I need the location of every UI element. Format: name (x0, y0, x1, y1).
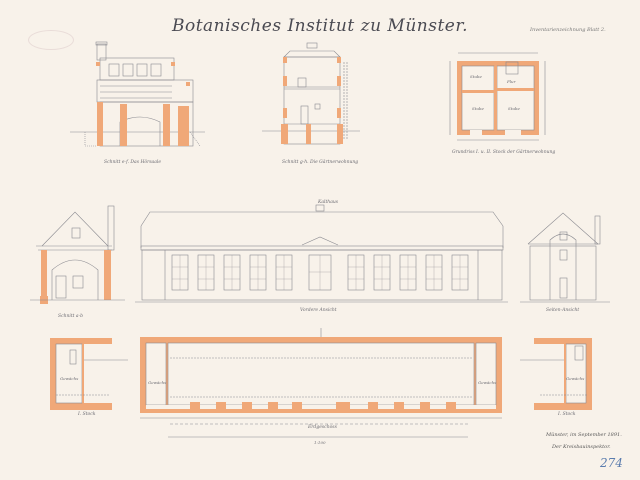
room-label-plan-main-left: Gewächs (148, 380, 167, 385)
signature-place-date: Münster, im September 1891. (546, 432, 622, 438)
caption-section-ef: Schnitt e-f. Das Hörsaale (104, 160, 162, 165)
scale-label: 1:100 (314, 440, 326, 445)
caption-front-elevation: Vordere Ansicht (300, 308, 337, 313)
inventory-number: 274 (600, 456, 623, 470)
faint-stamp (28, 30, 74, 50)
plan-right-drawing (520, 338, 592, 410)
section-ef-drawing (70, 41, 205, 147)
plan-left-drawing (50, 338, 128, 410)
caption-plan-main: Erdgeschoss (308, 425, 337, 430)
heading-kalthaus: Kalthaus (318, 200, 339, 205)
sheet-title: Botanisches Institut zu Münster. (171, 16, 469, 36)
caption-section-gh: Schnitt g-h. Die Gärtnerwohnung (282, 160, 359, 165)
caption-plan-left: I. Stock (78, 412, 96, 417)
caption-floor-plan-gardener: Grundriss I. u. II. Stock der Gärtnerwoh… (452, 150, 556, 155)
signature-role: Der Kreisbauinspektor. (552, 444, 611, 450)
caption-side-elevation: Seiten-Ansicht (546, 308, 580, 313)
room-label-stube-3: Stube (508, 106, 520, 111)
sheet-label: Inventarienzeichnung Blatt 2. (530, 27, 606, 33)
floor-plan-gardener-drawing (449, 52, 546, 141)
section-gh-drawing (262, 42, 360, 145)
section-ab-drawing (30, 205, 125, 304)
room-label-flur: Flur (507, 79, 516, 84)
front-elevation-drawing (135, 204, 508, 303)
caption-plan-right: I. Stock (558, 412, 576, 417)
room-label-stube-2: Stube (472, 106, 484, 111)
room-label-plan-left: Gewächs (60, 376, 79, 381)
plan-main-drawing (140, 328, 502, 438)
room-label-plan-right: Gewächs (566, 376, 585, 381)
room-label-plan-main-right: Gewächs (478, 380, 497, 385)
caption-section-ab: Schnitt a-b (58, 314, 83, 319)
room-label-stube-1: Stube (470, 74, 482, 79)
side-elevation-drawing (520, 212, 610, 303)
